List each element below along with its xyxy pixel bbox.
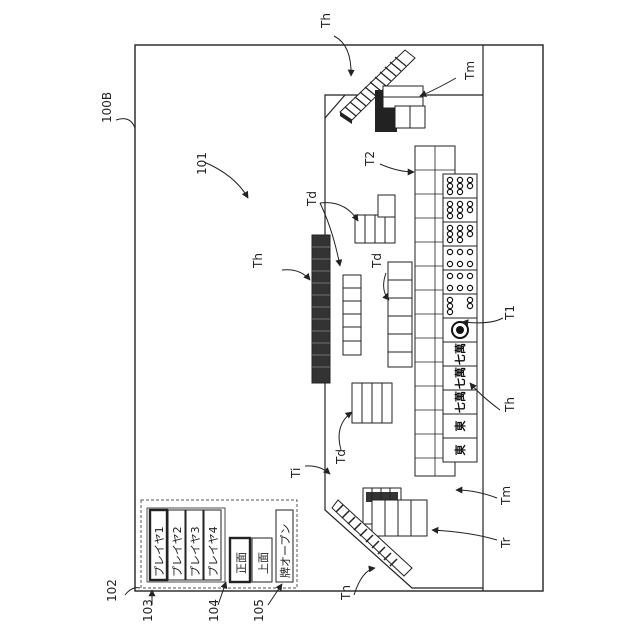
svg-text:プレイヤ4: プレイヤ4 bbox=[207, 526, 220, 577]
wall-tiles-center bbox=[312, 235, 330, 383]
label-td-bottom: Td bbox=[334, 449, 348, 465]
discard-tiles-bottom bbox=[352, 383, 392, 423]
svg-text:プレイヤ1: プレイヤ1 bbox=[153, 526, 166, 577]
discard-tiles-center bbox=[343, 275, 361, 355]
label-tr: Tr bbox=[499, 537, 513, 549]
hand-tile: 七萬 bbox=[443, 366, 477, 390]
discard-tiles-top bbox=[355, 195, 395, 243]
hand-tile-label: 東 bbox=[453, 444, 467, 456]
svg-text:プレイヤ2: プレイヤ2 bbox=[171, 526, 184, 577]
hand-tile: 東 bbox=[443, 414, 477, 438]
hand-tiles-t1: 東東七萬七萬七萬 bbox=[443, 174, 477, 462]
player-button-3[interactable]: プレイヤ3 bbox=[186, 510, 203, 580]
hand-tile-label: 七萬 bbox=[453, 391, 467, 413]
meld-tiles-top bbox=[375, 86, 425, 132]
view-button-top[interactable]: 上面 bbox=[252, 538, 272, 582]
svg-text:牌オープン: 牌オープン bbox=[278, 524, 292, 578]
label-th-right: Th bbox=[503, 397, 517, 413]
hand-tile-label: 七萬 bbox=[453, 367, 467, 389]
label-105: 105 bbox=[252, 599, 266, 622]
label-th-center: Th bbox=[251, 253, 265, 269]
player-button-1[interactable]: プレイヤ1 bbox=[150, 510, 167, 580]
tile-open-button[interactable]: 牌オープン bbox=[276, 510, 293, 582]
player-button-4[interactable]: プレイヤ4 bbox=[204, 510, 221, 580]
label-td-center: Td bbox=[370, 253, 384, 269]
hand-tile-label: 七萬 bbox=[453, 343, 467, 365]
hand-tile bbox=[443, 270, 477, 294]
hand-tile bbox=[443, 318, 477, 342]
label-100b: 100B bbox=[100, 92, 114, 123]
hand-tile: 東 bbox=[443, 438, 477, 462]
label-tm-bottom: Tm bbox=[499, 486, 513, 506]
label-ti: Ti bbox=[289, 468, 303, 479]
label-t2: T2 bbox=[363, 151, 377, 167]
svg-text:正面: 正面 bbox=[235, 552, 248, 574]
hand-tile-label: 東 bbox=[453, 420, 467, 432]
label-th-bottom: Th bbox=[339, 585, 353, 601]
svg-text:プレイヤ3: プレイヤ3 bbox=[189, 526, 202, 577]
hand-tile: 七萬 bbox=[443, 342, 477, 366]
label-t1: T1 bbox=[503, 305, 517, 321]
label-103: 103 bbox=[141, 599, 155, 622]
hand-tile bbox=[443, 294, 477, 318]
hand-tile bbox=[443, 222, 477, 246]
player-buttons: プレイヤ1 プレイヤ2 プレイヤ3 プレイヤ4 bbox=[147, 508, 225, 582]
label-102: 102 bbox=[105, 579, 119, 602]
view-buttons: 正面 上面 bbox=[230, 538, 272, 582]
discard-tiles-center-right bbox=[388, 262, 412, 367]
hand-tile bbox=[443, 246, 477, 270]
player-button-2[interactable]: プレイヤ2 bbox=[168, 510, 185, 580]
label-tm-top: Tm bbox=[463, 61, 477, 81]
hand-tile: 七萬 bbox=[443, 390, 477, 414]
view-button-front[interactable]: 正面 bbox=[230, 538, 250, 582]
label-th-top: Th bbox=[319, 13, 333, 29]
hand-tile bbox=[443, 174, 477, 198]
hand-tile bbox=[443, 198, 477, 222]
riichi-tiles bbox=[372, 500, 427, 536]
label-td-top: Td bbox=[305, 191, 319, 207]
svg-text:上面: 上面 bbox=[257, 552, 270, 574]
